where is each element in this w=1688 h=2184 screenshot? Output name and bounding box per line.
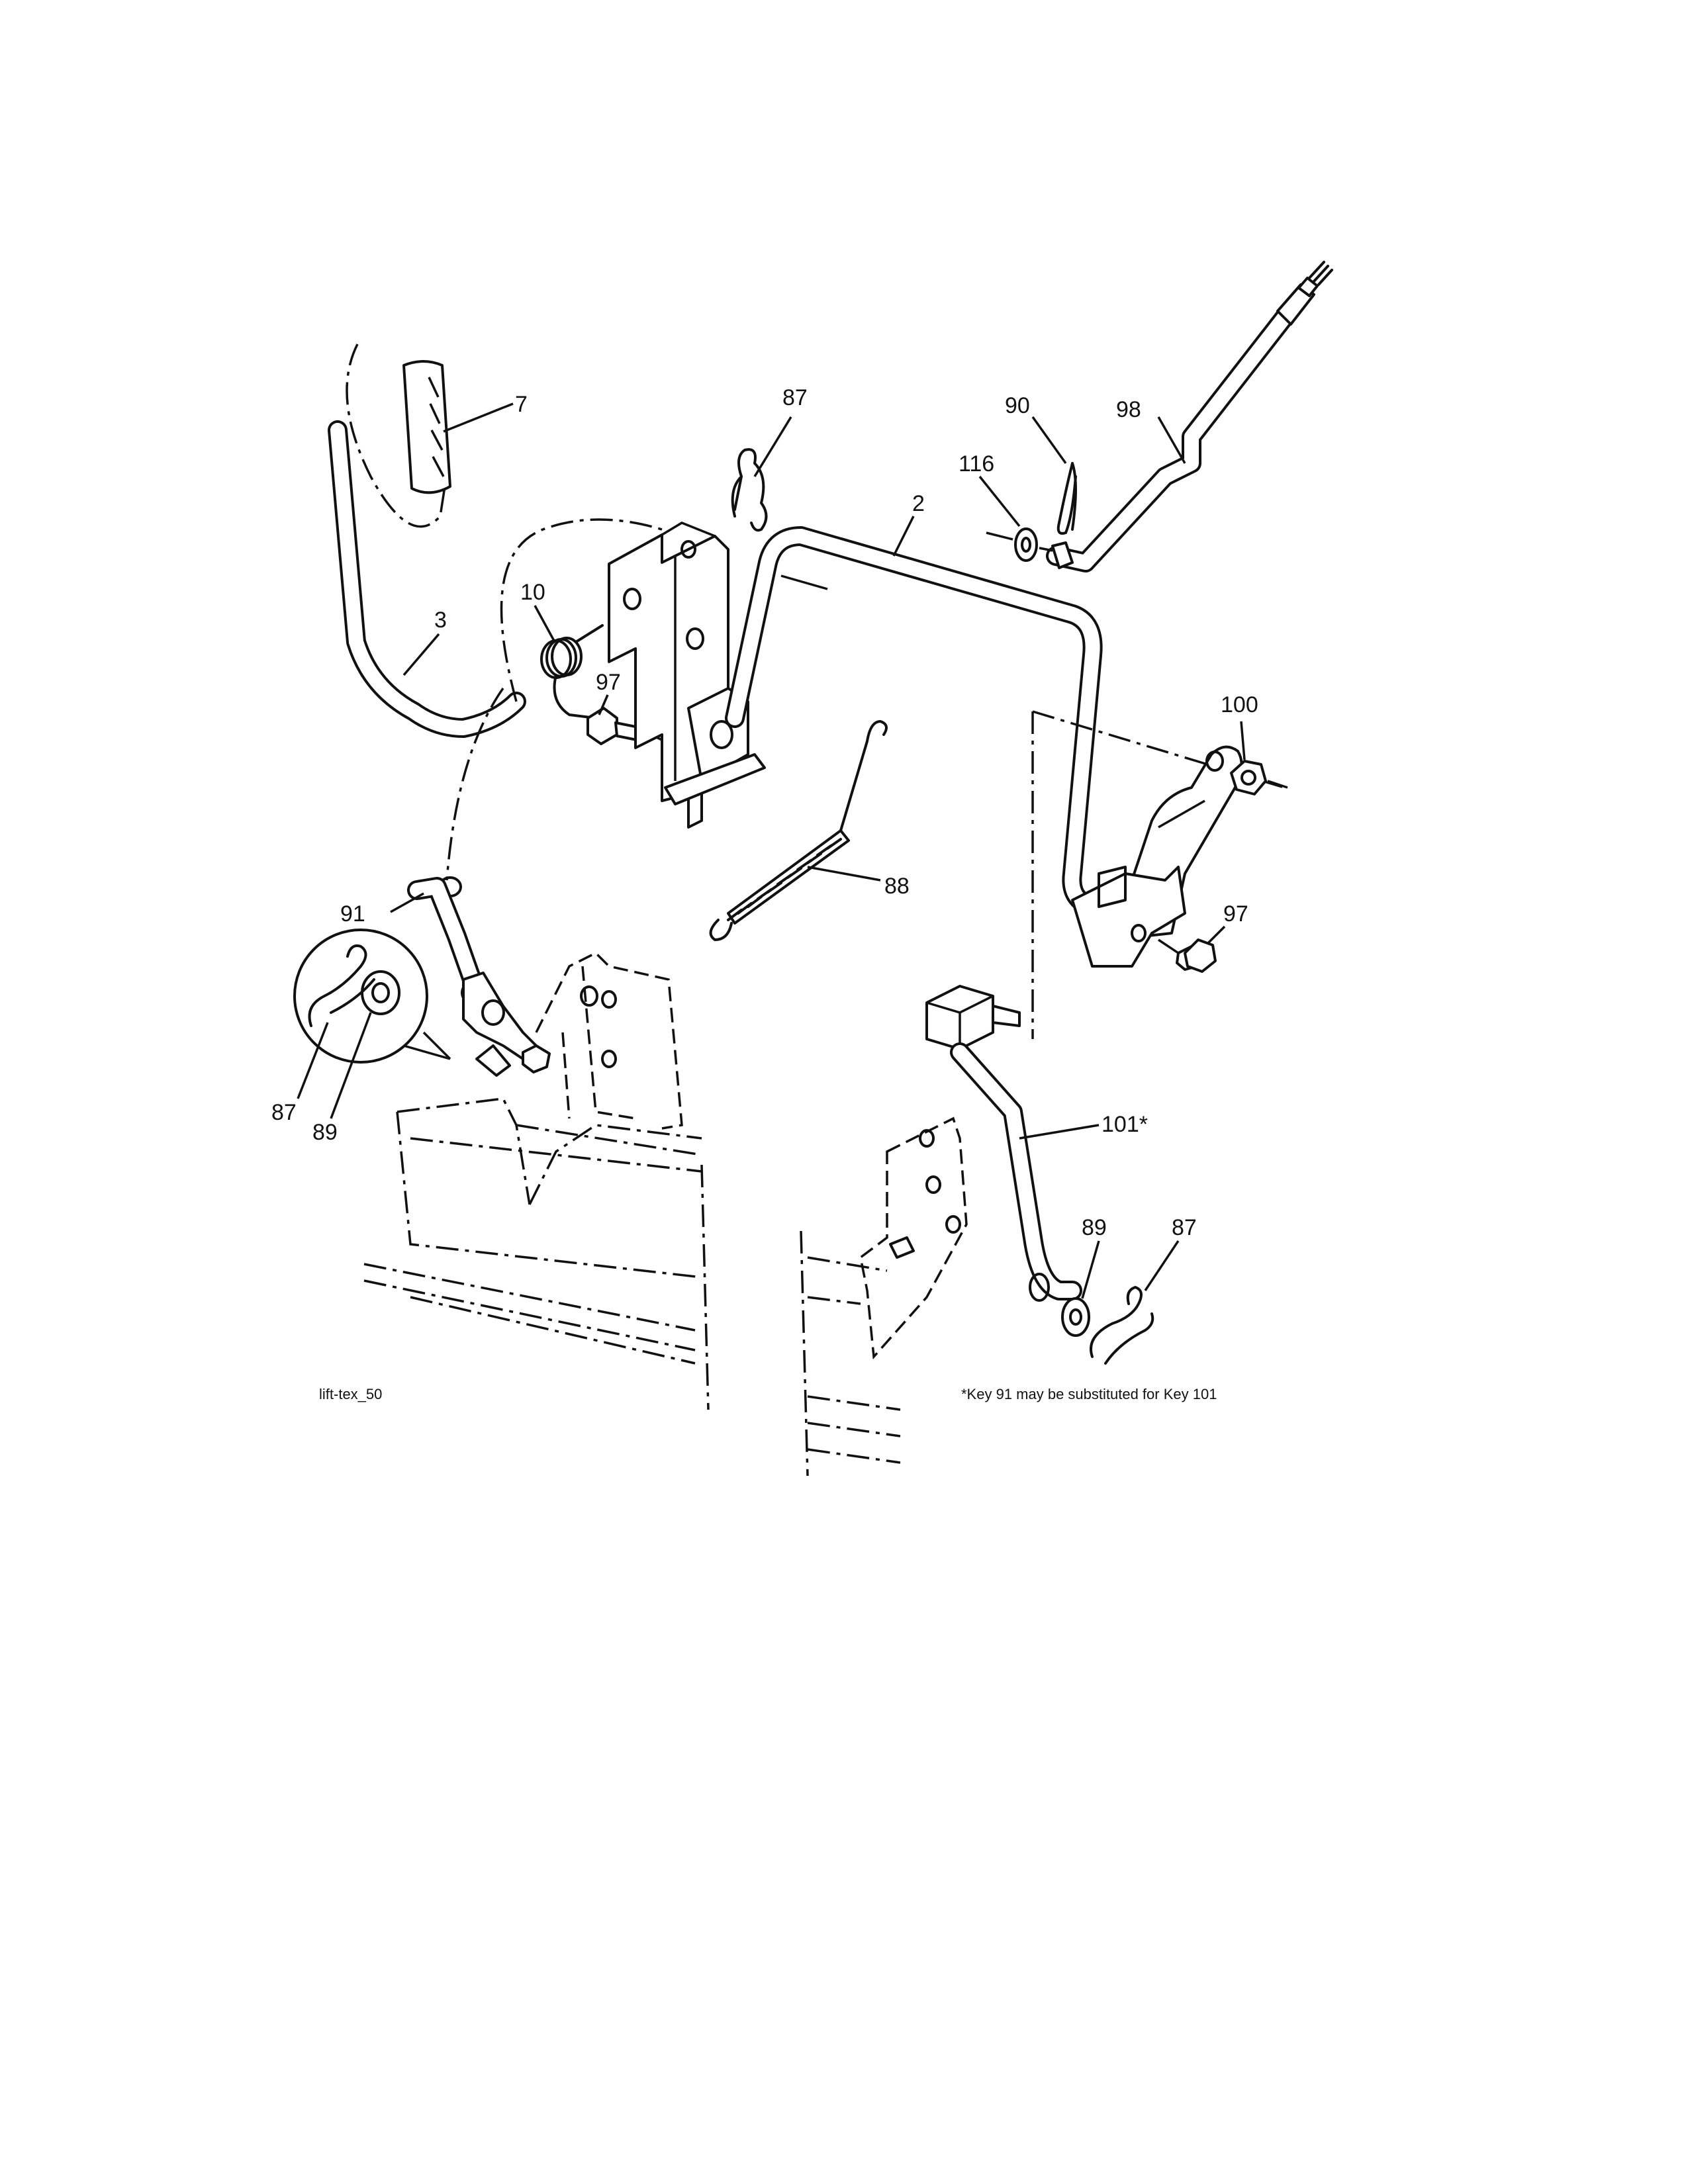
callout-100: 100 [1221,692,1258,717]
callout-97: 97 [596,670,621,695]
callout-97-right: 97 [1223,901,1248,927]
callout-3: 3 [434,608,447,633]
hairpin-clip-bottom [1090,1286,1154,1365]
hex-nut [1230,760,1288,796]
assembly-guide-line [445,518,663,881]
substitution-footnote: *Key 91 may be substituted for Key 101 [961,1386,1217,1402]
callout-87: 87 [782,385,808,410]
callout-101: 101* [1102,1112,1148,1137]
hairpin-clip-top [731,448,768,532]
deck-bracket-left [363,951,710,1410]
leader-lines [297,402,1246,1299]
callout-2: 2 [912,491,925,516]
flat-washer-top [986,527,1053,562]
pivot-bracket-left [608,522,766,829]
handle-grip [346,343,451,528]
callout-87-right: 87 [1172,1215,1197,1240]
callout-90: 90 [1005,393,1030,418]
callout-88: 88 [884,874,910,899]
shoulder-bolt-right [1158,938,1217,973]
lift-arm-right [1071,745,1243,968]
deck-bracket-right [800,1116,968,1477]
figure-id: lift-tex_50 [319,1386,382,1402]
callout-7: 7 [515,392,528,417]
callout-87-inset: 87 [271,1100,297,1125]
lift-rod-adjustable [1046,261,1333,572]
lift-handle-lever [328,420,526,738]
extension-spring [709,720,888,941]
callout-98: 98 [1116,397,1141,422]
detail-inset-circle [293,929,451,1064]
callout-91: 91 [340,901,365,927]
torsion-spring [540,624,604,719]
callout-89-right: 89 [1082,1215,1107,1240]
callout-labels: 7 87 90 98 116 2 10 3 97 100 88 91 97 87… [271,385,1258,1240]
callout-116: 116 [959,451,994,477]
lift-shaft [725,526,1122,923]
callout-10: 10 [520,580,545,605]
hairpin-clip-rod [1056,462,1077,535]
lift-link-rod-right [925,985,1082,1302]
flat-washer-right [1061,1297,1090,1337]
callout-89-inset: 89 [312,1120,338,1145]
